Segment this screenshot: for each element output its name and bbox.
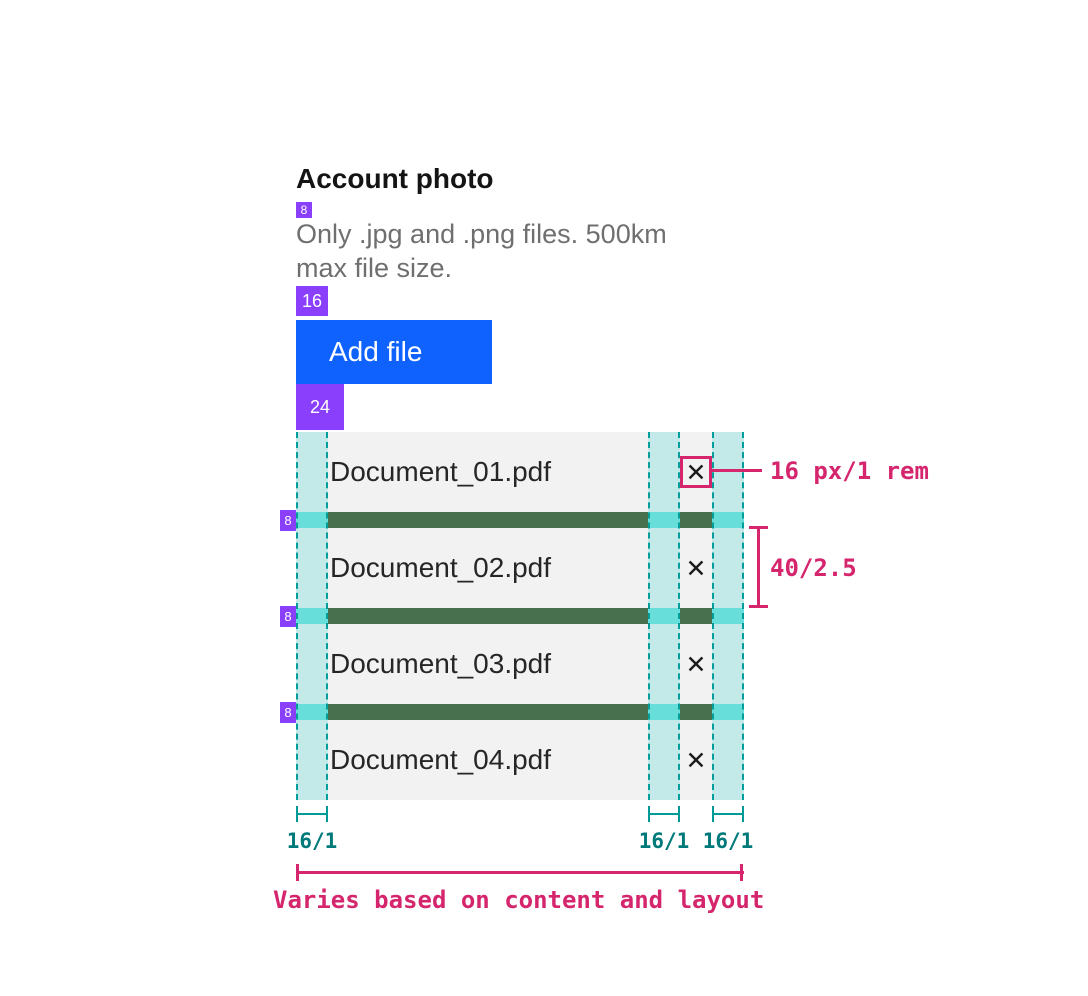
close-icon-size-label: 16 px/1 rem [770, 457, 929, 485]
close-icon[interactable]: ✕ [680, 624, 712, 704]
ruler-line [648, 813, 680, 815]
row-height-bracket-cap [749, 526, 768, 529]
helper-text-line2: max file size. [296, 253, 453, 283]
spacing-segment [296, 608, 328, 624]
file-row: Document_02.pdf ✕ [296, 528, 744, 608]
spacing-segment [648, 608, 680, 624]
padding-column-right [712, 432, 744, 800]
file-list: Document_01.pdf ✕ Document_02.pdf ✕ Docu… [296, 432, 744, 800]
close-icon[interactable]: ✕ [680, 528, 712, 608]
spacing-badge-row-gap: 8 [280, 510, 296, 531]
spacing-badge-row-gap: 8 [280, 702, 296, 723]
add-file-button[interactable]: Add file [296, 320, 492, 384]
ruler-line [712, 813, 744, 815]
helper-text-line1: Only .jpg and .png files. 500km [296, 219, 667, 249]
row-gap-bar [296, 608, 744, 624]
close-icon-highlight-box [680, 456, 712, 488]
width-note-label: Varies based on content and layout [273, 886, 765, 914]
annotation-connector-line [712, 469, 762, 472]
spacing-badge-16: 16 [296, 286, 328, 316]
close-icon[interactable]: ✕ [680, 432, 712, 512]
file-row: Document_04.pdf ✕ [296, 720, 744, 800]
padding-column-middle [648, 432, 680, 800]
file-name: Document_02.pdf [330, 552, 552, 583]
row-gap-bar [296, 512, 744, 528]
spacing-badge-8: 8 [296, 202, 312, 218]
close-icon[interactable]: ✕ [680, 720, 712, 800]
padding-left-label: 16/1 [286, 829, 338, 853]
spacing-segment [648, 704, 680, 720]
spacing-segment [296, 512, 328, 528]
ruler-line [296, 813, 328, 815]
file-name: Document_01.pdf [330, 456, 552, 487]
spacing-segment [712, 608, 744, 624]
padding-between-label: 16/1 [638, 829, 690, 853]
row-height-label: 40/2.5 [770, 554, 857, 582]
row-gap-bar [296, 704, 744, 720]
row-height-bracket-cap [749, 605, 768, 608]
row-height-bracket [757, 528, 760, 608]
file-name: Document_04.pdf [330, 744, 552, 775]
helper-text: Only .jpg and .png files. 500km max file… [296, 217, 667, 285]
file-name: Document_03.pdf [330, 648, 552, 679]
spacing-segment [648, 512, 680, 528]
spacing-segment [296, 704, 328, 720]
spacing-segment [712, 704, 744, 720]
section-title: Account photo [296, 163, 494, 194]
spacing-segment [712, 512, 744, 528]
spacing-badge-24: 24 [296, 384, 344, 430]
padding-column-left [296, 432, 328, 800]
padding-right-label: 16/1 [702, 829, 754, 853]
file-row: Document_01.pdf ✕ [296, 432, 744, 512]
width-ruler-line [296, 871, 744, 874]
spacing-badge-row-gap: 8 [280, 606, 296, 627]
file-row: Document_03.pdf ✕ [296, 624, 744, 704]
